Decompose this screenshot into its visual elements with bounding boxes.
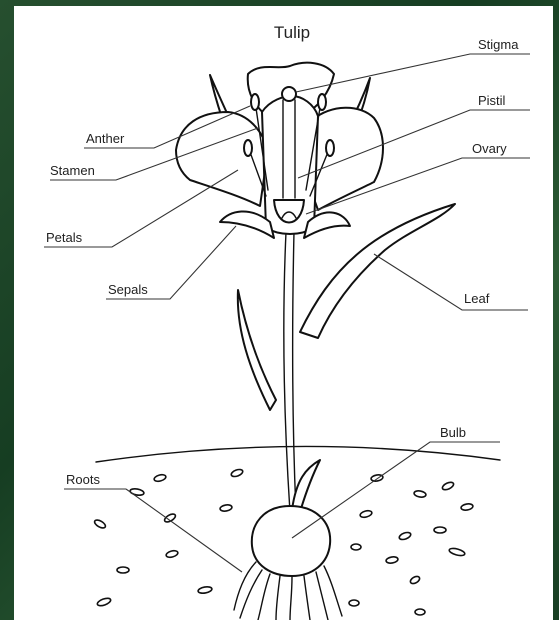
stigma-shape: [282, 87, 296, 101]
label-stigma: Stigma: [478, 37, 519, 52]
diagram-title: Tulip: [274, 23, 310, 42]
label-bulb: Bulb: [440, 425, 466, 440]
label-ovary: Ovary: [472, 141, 507, 156]
ground-line: [96, 446, 500, 462]
anther-3: [318, 94, 326, 110]
label-sepals: Sepals: [108, 282, 148, 297]
anther-4: [326, 140, 334, 156]
left-leaf-lower: [238, 290, 276, 410]
label-pistil: Pistil: [478, 93, 506, 108]
anther-1: [251, 94, 259, 110]
label-roots: Roots: [66, 472, 100, 487]
label-leaf: Leaf: [464, 291, 490, 306]
label-petals: Petals: [46, 230, 83, 245]
left-petal: [176, 112, 268, 206]
leader-leaf: [374, 254, 528, 310]
stem: [284, 232, 290, 512]
label-anther: Anther: [86, 131, 125, 146]
bulb-shape: [252, 506, 330, 576]
shoot-leaf: [292, 460, 320, 512]
stem-right: [293, 232, 296, 512]
leader-roots: [64, 489, 242, 572]
anther-2: [244, 140, 252, 156]
label-stamen: Stamen: [50, 163, 95, 178]
